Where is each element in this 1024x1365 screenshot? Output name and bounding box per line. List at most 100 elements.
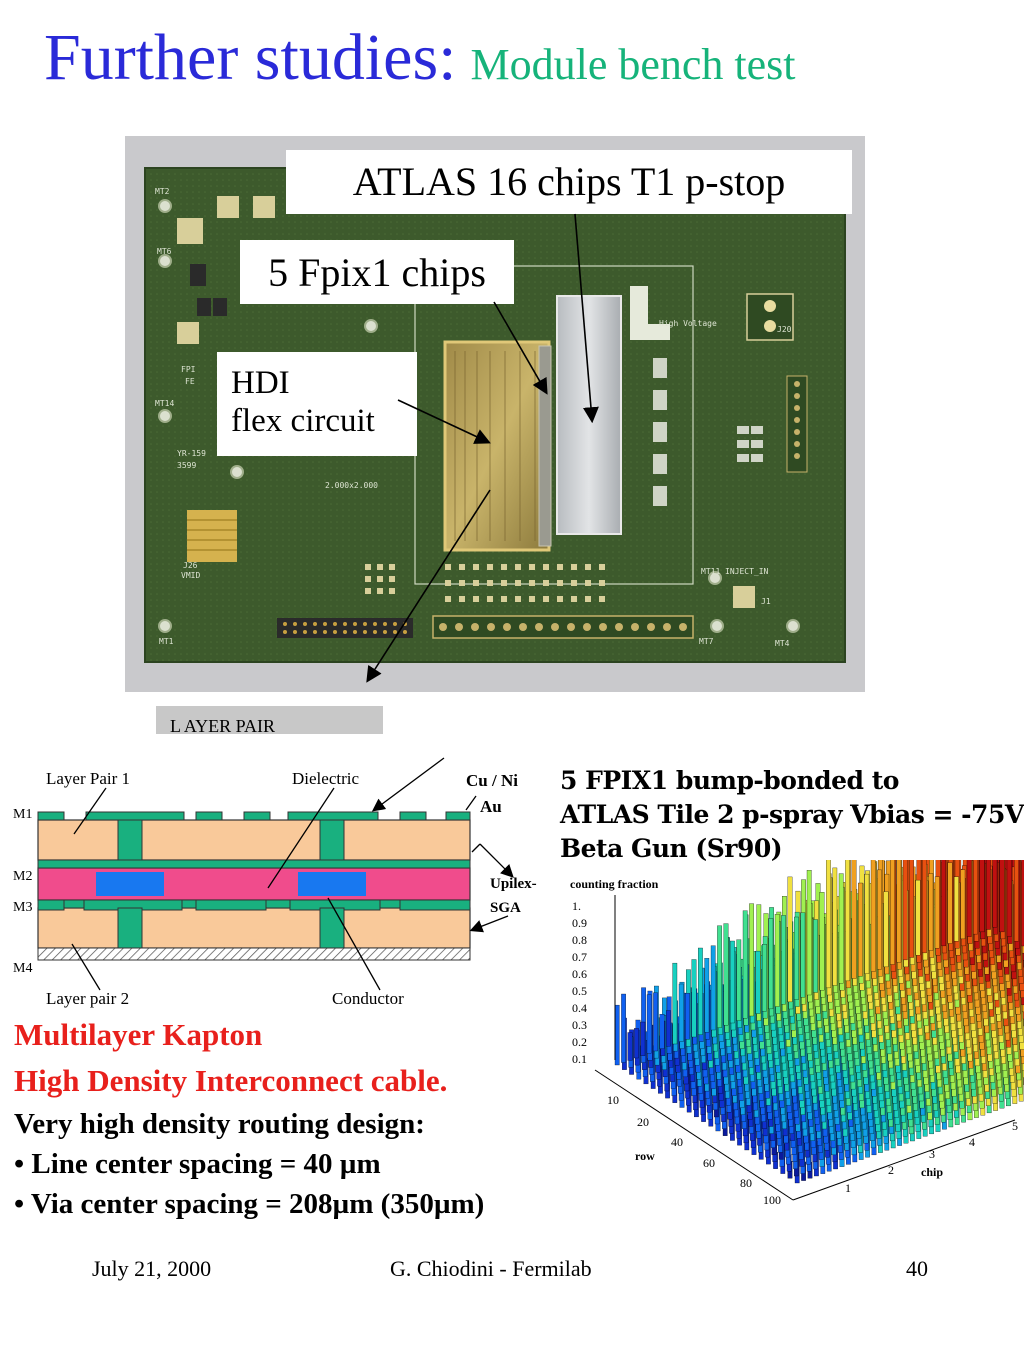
callout-hdi-line1: HDI xyxy=(231,365,290,401)
z-tick-8: 0.8 xyxy=(572,933,587,947)
lego-bar xyxy=(941,860,946,947)
lego-bar xyxy=(1006,860,1012,937)
lego-bar xyxy=(685,993,690,1040)
kapton-title: Multilayer Kapton High Density Interconn… xyxy=(14,1012,447,1104)
label-layer-pair-1: Layer Pair 1 xyxy=(46,769,130,788)
lego-bar xyxy=(666,1010,671,1047)
label-dielectric: Dielectric xyxy=(292,769,359,788)
svg-text:High Voltage: High Voltage xyxy=(659,319,717,328)
svg-text:VMID: VMID xyxy=(181,571,200,580)
lego-bar xyxy=(845,860,850,982)
svg-text:J26: J26 xyxy=(183,561,198,570)
row-tick-10: 10 xyxy=(607,1093,619,1107)
lego-title-line1: 5 FPIX1 bump-bonded to xyxy=(560,766,899,795)
svg-text:MT11: MT11 xyxy=(701,567,720,576)
lego-plot: counting fraction 1. 0.9 0.8 0.7 0.6 0.5… xyxy=(570,860,1024,1207)
lego-title-line2: ATLAS Tile 2 p-spray Vbias = -75V xyxy=(560,800,1024,829)
kapton-body-line3: • Via center spacing = 208µm (350µm) xyxy=(14,1188,485,1220)
lego-bar xyxy=(614,1004,620,1066)
lego-bar xyxy=(806,870,812,996)
lego-bar xyxy=(877,869,882,970)
z-tick-4: 0.4 xyxy=(572,1001,587,1015)
lego-bar xyxy=(1014,860,1019,942)
row-tick-80: 80 xyxy=(740,1176,752,1190)
kapton-body-line1: Very high density routing design: xyxy=(14,1108,425,1140)
lego-bar xyxy=(986,860,991,930)
callout-hdi: HDI flex circuit xyxy=(217,352,417,456)
z-tick-3: 0.3 xyxy=(572,1018,587,1032)
chip-tick-5: 5 xyxy=(1012,1119,1018,1133)
lego-bar xyxy=(621,993,626,1063)
svg-text:MT6: MT6 xyxy=(157,247,172,256)
lego-bar xyxy=(659,1014,665,1049)
lego-bar xyxy=(934,876,940,949)
fpix-chips xyxy=(538,345,552,547)
label-au: Au xyxy=(480,797,502,816)
gold-pad-block xyxy=(187,510,237,562)
lego-bar xyxy=(736,939,742,1021)
label-m4: M4 xyxy=(13,961,32,976)
z-tick-6: 0.6 xyxy=(572,967,587,981)
arrow-atlas xyxy=(574,213,599,424)
lego-bar xyxy=(698,947,703,1035)
slide-title-main: Further studies: xyxy=(44,21,457,94)
lego-bar xyxy=(890,860,895,965)
svg-text:MT4: MT4 xyxy=(775,639,790,648)
svg-text:J20: J20 xyxy=(777,325,792,334)
lego-bar xyxy=(768,918,774,1010)
row-tick-60: 60 xyxy=(703,1156,715,1170)
svg-text:J1: J1 xyxy=(761,597,771,606)
arrow-fpix xyxy=(493,301,548,395)
lego-bar xyxy=(800,912,806,998)
lego-bar xyxy=(819,892,825,991)
label-m2: M2 xyxy=(13,869,32,884)
lego-bar xyxy=(774,914,780,1007)
kapton-body-line2: • Line center spacing = 40 µm xyxy=(14,1148,381,1180)
lego-bar xyxy=(717,925,722,1028)
lego-bar xyxy=(870,860,876,972)
lego-bar xyxy=(678,983,684,1042)
label-sga: SGA xyxy=(490,900,521,916)
slide-title-sub: Module bench test xyxy=(470,40,796,89)
callout-hdi-line2: flex circuit xyxy=(231,403,375,439)
lego-bar xyxy=(992,860,998,928)
lego-bar xyxy=(813,919,818,993)
lego-bar xyxy=(909,860,914,958)
chip-tick-1: 1 xyxy=(845,1181,851,1195)
slide-title: Further studies: Module bench test xyxy=(44,20,796,96)
lego-bar xyxy=(966,860,972,937)
lego-bar xyxy=(883,891,889,968)
lego-bar xyxy=(787,876,793,1003)
svg-text:2.000x2.000: 2.000x2.000 xyxy=(325,481,378,490)
label-m3: M3 xyxy=(13,900,32,915)
lego-bar xyxy=(627,1032,633,1061)
hdi-cross-section: Layer Pair 1 Dielectric Cu / Ni Au Upile… xyxy=(13,757,537,1008)
row-tick-40: 40 xyxy=(671,1135,683,1149)
kapton-title-line1: Multilayer Kapton xyxy=(14,1017,263,1052)
lego-bar xyxy=(896,860,902,963)
lego-bar xyxy=(858,882,863,977)
z-tick-2: 0.2 xyxy=(572,1035,587,1049)
lego-bar xyxy=(832,867,838,986)
lego-bar xyxy=(691,959,697,1038)
kapton-body: Very high density routing design: • Line… xyxy=(14,1104,484,1224)
lego-bar xyxy=(979,860,985,933)
label-cu-ni: Cu / Ni xyxy=(466,771,518,790)
lego-bar xyxy=(749,903,754,1017)
callout-arrows xyxy=(366,213,599,683)
callout-fpix: 5 Fpix1 chips xyxy=(240,240,514,304)
z-tick-9: 0.9 xyxy=(572,916,587,930)
chip-tick-3: 3 xyxy=(929,1147,935,1161)
lego-bar xyxy=(851,860,857,979)
chip-axis-label: chip xyxy=(921,1165,943,1179)
z-axis-label: counting fraction xyxy=(570,877,659,891)
lego-bar xyxy=(672,962,678,1045)
svg-text:YR-159: YR-159 xyxy=(177,449,206,458)
lego-bar xyxy=(973,860,978,935)
lego-bar xyxy=(864,873,870,974)
row-axis-label: row xyxy=(635,1149,655,1163)
svg-text:MT7: MT7 xyxy=(699,637,714,646)
lego-bar xyxy=(723,923,729,1026)
footer-author: G. Chiodini - Fermilab xyxy=(390,1256,592,1281)
arrow-hdi xyxy=(397,399,491,444)
